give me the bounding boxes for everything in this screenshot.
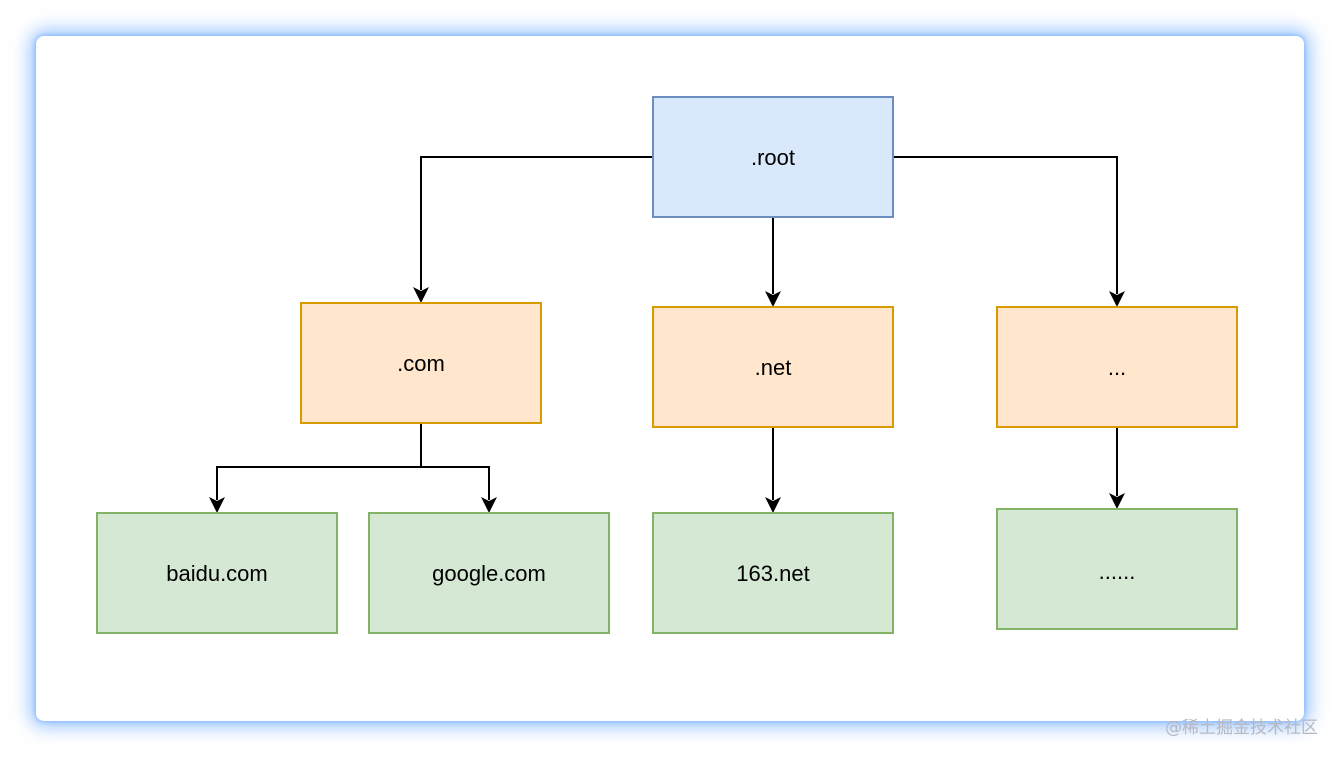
arrowheads <box>209 287 1125 513</box>
arrowhead-com <box>413 287 429 303</box>
arrowhead-other-domain <box>1109 493 1125 509</box>
node-163-box <box>652 512 894 634</box>
edge-root-to-other-tld <box>893 156 1118 294</box>
node-google-box <box>368 512 610 634</box>
arrowhead-baidu <box>209 497 225 513</box>
node-other-tld-label: ... <box>1108 355 1126 380</box>
node-net-box <box>652 306 894 428</box>
node-com-label: .com <box>397 351 445 376</box>
node-com-box <box>300 302 542 424</box>
node-baidu: baidu.com <box>96 512 338 634</box>
node-other-domain: ...... <box>996 508 1238 630</box>
node-163-label: 163.net <box>736 561 809 586</box>
node-root-box <box>652 96 894 218</box>
arrowhead-google <box>481 497 497 513</box>
arrowhead-other-tld <box>1109 291 1125 307</box>
edge-com-to-google <box>421 466 490 500</box>
node-root-label: .root <box>751 145 795 170</box>
edge-root-to-com <box>420 156 653 290</box>
node-google-label: google.com <box>432 561 546 586</box>
node-google: google.com <box>368 512 610 634</box>
node-other-domain-box <box>996 508 1238 630</box>
node-other-tld: ... <box>996 306 1238 428</box>
node-baidu-label: baidu.com <box>166 561 268 586</box>
node-root: .root <box>652 96 894 218</box>
node-net: .net <box>652 306 894 428</box>
connectors <box>216 156 1118 500</box>
node-other-tld-box <box>996 306 1238 428</box>
node-net-label: .net <box>755 355 792 380</box>
node-other-domain-label: ...... <box>1099 559 1136 584</box>
node-163: 163.net <box>652 512 894 634</box>
arrowhead-net <box>765 291 781 307</box>
node-baidu-box <box>96 512 338 634</box>
edge-com-to-baidu <box>216 423 422 500</box>
watermark: @稀土掘金技术社区 <box>1165 718 1318 738</box>
node-com: .com <box>300 302 542 424</box>
arrowhead-163 <box>765 497 781 513</box>
